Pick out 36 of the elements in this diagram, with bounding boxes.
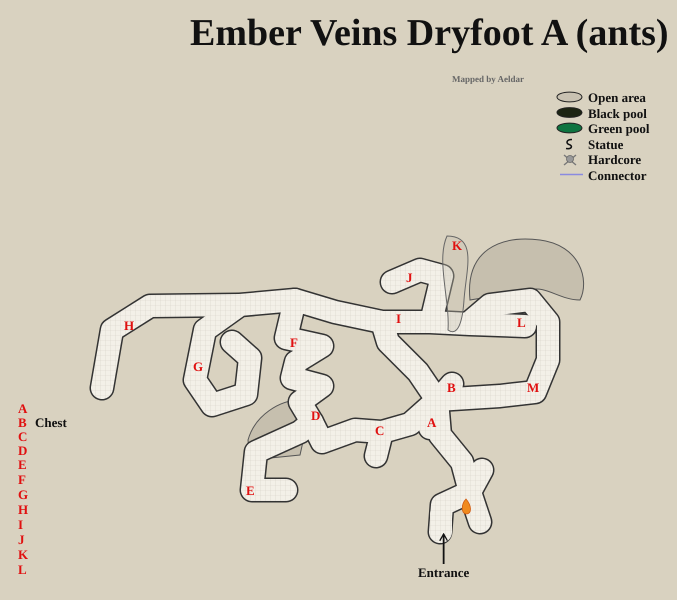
key-letter: K bbox=[18, 548, 28, 561]
legend-label: Connector bbox=[588, 168, 646, 182]
area-letter: L bbox=[517, 316, 526, 329]
leader-arrow bbox=[439, 533, 448, 564]
legend-label: Black pool bbox=[588, 106, 647, 120]
key-description: Chest bbox=[35, 416, 67, 429]
area-letter: C bbox=[375, 424, 384, 437]
key-letter: B bbox=[18, 416, 27, 429]
key-letter: C bbox=[18, 430, 28, 443]
area-letter: B bbox=[447, 381, 456, 394]
area-letter: E bbox=[246, 484, 255, 497]
legend-label: Green pool bbox=[588, 122, 650, 135]
area-letter: D bbox=[311, 409, 320, 422]
area-letter: A bbox=[427, 416, 436, 429]
key-letter: A bbox=[18, 402, 28, 415]
key-letter: L bbox=[18, 563, 27, 576]
map-title: Ember Veins Dryfoot A (ants) bbox=[190, 14, 669, 52]
key-letter: E bbox=[18, 458, 27, 471]
key-letter: D bbox=[18, 444, 28, 457]
author-note: Mapped by Aeldar bbox=[452, 75, 524, 84]
area-letter: J bbox=[406, 271, 412, 284]
area-letter: G bbox=[193, 360, 204, 373]
area-letter: I bbox=[396, 312, 402, 325]
key-letter: F bbox=[18, 473, 26, 486]
key-letter: J bbox=[18, 533, 24, 546]
key-letter: I bbox=[18, 518, 24, 531]
key-letter: G bbox=[18, 488, 28, 501]
legend-label: Open area bbox=[588, 91, 646, 104]
area-letter: M bbox=[527, 381, 540, 394]
legend-label: Statue bbox=[588, 138, 624, 150]
area-letter: K bbox=[452, 239, 462, 252]
area-letter: F bbox=[290, 336, 298, 349]
area-letter: H bbox=[124, 319, 134, 332]
entrance-label: Entrance bbox=[418, 566, 470, 579]
key-letter: H bbox=[18, 503, 28, 516]
legend-label: Hardcore bbox=[588, 153, 642, 166]
